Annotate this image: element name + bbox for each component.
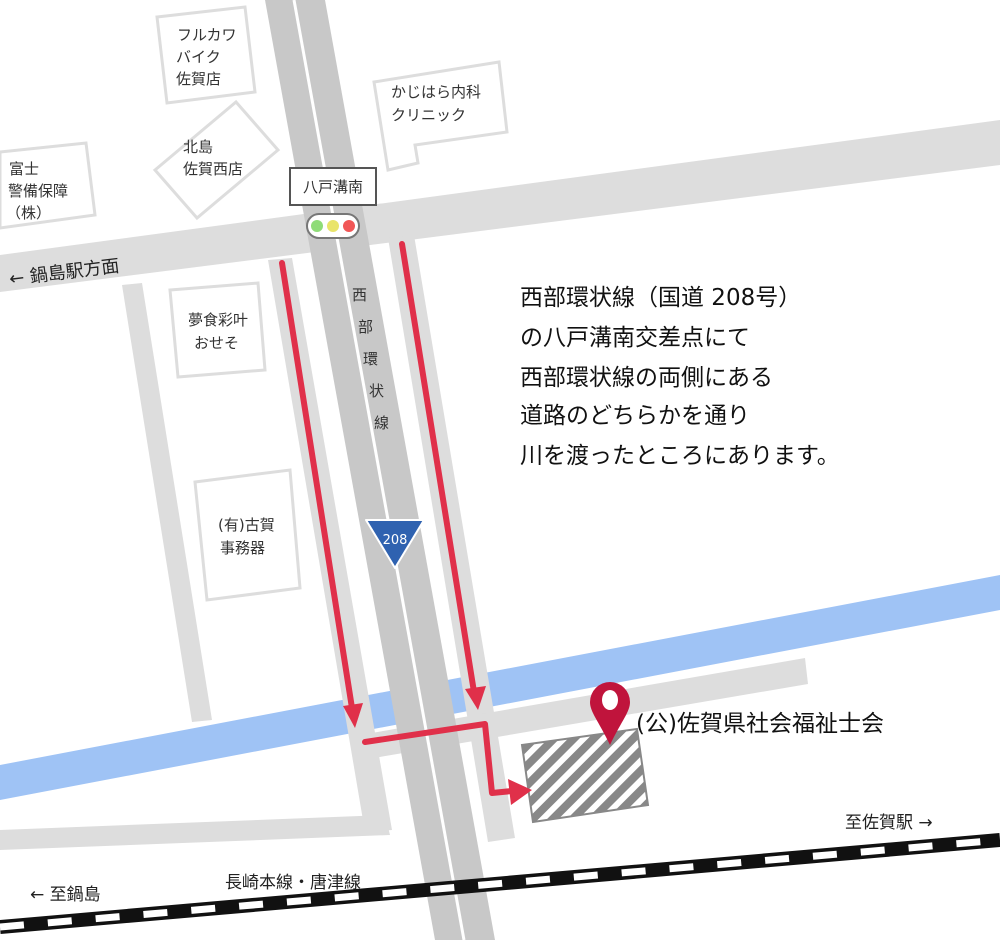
destination-name: (公)佐賀県社会福祉士会 (636, 711, 884, 737)
route-arrow-right (399, 241, 477, 695)
route-208-centerline (292, 0, 466, 940)
svg-text:西部環状線の両側にある: 西部環状線の両側にある (520, 365, 773, 391)
svg-text:西: 西 (352, 286, 367, 304)
building-yumeshoku (168, 281, 267, 379)
svg-text:西部環状線（国道 208号）: 西部環状線（国道 208号） (520, 285, 801, 311)
direction-to-saga-station: 至佐賀駅 → (845, 813, 933, 833)
svg-text:川を渡ったところにあります。: 川を渡ったところにあります。 (520, 443, 840, 469)
road-lane-left (268, 258, 392, 832)
road-upper-horizontal (0, 120, 1000, 292)
road-name-vertical: 西 部 環 状 線 (352, 286, 389, 432)
svg-text:線: 線 (374, 414, 389, 432)
label-koga: (有)古賀事務器 (218, 516, 275, 557)
label-yumeshoku: 夢食彩叶おせそ (188, 311, 248, 352)
road-side-left (122, 283, 212, 722)
arrowhead-left (343, 703, 363, 728)
direction-to-nabeshima: ← 至鍋島 (30, 885, 101, 905)
svg-text:状: 状 (369, 382, 384, 400)
svg-text:の八戸溝南交差点にて: の八戸溝南交差点にて (520, 325, 750, 351)
intersection-name: 八戸溝南 (303, 178, 363, 196)
route-arrow-left (279, 260, 355, 711)
building-furukawa (155, 5, 257, 105)
svg-text:環: 環 (363, 350, 378, 368)
river (0, 575, 1000, 800)
svg-text:部: 部 (358, 318, 373, 336)
label-furukawa: フルカワバイク佐賀店 (176, 26, 237, 88)
building-kitajima (152, 99, 281, 221)
traffic-light-icon (306, 213, 360, 239)
route-connector (362, 721, 515, 796)
label-kitajima: 北島佐賀西店 (183, 138, 243, 178)
label-kajihara: かじはら内科クリニック (391, 83, 481, 124)
destination-building (520, 727, 650, 824)
arrowhead-destination (508, 779, 532, 805)
arrowhead-right (465, 686, 486, 710)
railway-name: 長崎本線・唐津線 (225, 872, 361, 893)
svg-text:道路のどちらかを通り: 道路のどちらかを通り (520, 403, 750, 429)
railway (0, 833, 1000, 934)
road-bottom-left (0, 815, 390, 850)
route-208-shield-icon: 208 (365, 519, 425, 569)
access-description: 西部環状線（国道 208号） の八戸溝南交差点にて 西部環状線の両側にある 道路… (520, 285, 840, 469)
location-pin-icon (590, 682, 630, 745)
building-koga (193, 468, 302, 602)
building-fuji (0, 141, 97, 230)
label-fuji: 富士警備保障（株） (6, 160, 68, 222)
intersection-sign (289, 167, 377, 206)
building-kajihara (372, 60, 509, 172)
svg-text:208: 208 (383, 533, 408, 548)
road-lower-right (360, 658, 808, 760)
